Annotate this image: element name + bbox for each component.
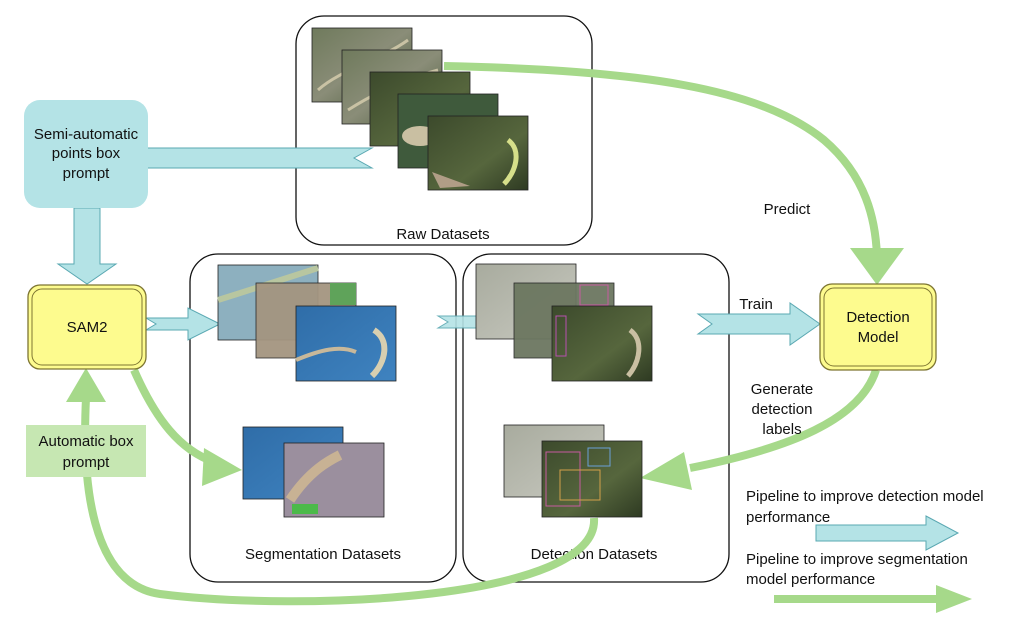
legend-segmentation-line-1: Pipeline to improve segmentation: [746, 551, 968, 568]
generate-label-line-3: labels: [762, 421, 801, 438]
semi-automatic-prompt-line-3: prompt: [63, 165, 111, 182]
teal-arrow-train: [696, 302, 821, 346]
automatic-box-prompt-line-2: prompt: [63, 454, 111, 471]
legend: Pipeline to improve detection model perf…: [746, 488, 984, 613]
sam2-node: SAM2: [27, 284, 147, 370]
legend-detection-line-1: Pipeline to improve detection model: [746, 488, 984, 505]
green-arrow-sam2-to-segmentation: [130, 368, 242, 486]
predict-label: Predict: [764, 201, 812, 218]
semi-automatic-prompt-node: Semi-automatic points box prompt: [24, 100, 148, 208]
train-label: Train: [739, 296, 773, 313]
segmentation-image-stack-top: [217, 264, 397, 382]
detection-image: [541, 440, 643, 518]
detection-model-node: Detection Model: [819, 283, 937, 371]
segmentation-image-stack-bottom: [242, 426, 385, 518]
raw-image-stack: [311, 27, 529, 191]
detection-model-line-1: Detection: [846, 309, 909, 326]
green-arrow-detection-loop-to-sam2: [66, 368, 599, 606]
semi-automatic-prompt-line-2: points box: [52, 145, 121, 162]
generate-label-line-2: detection: [752, 401, 813, 418]
legend-segmentation-line-2: model performance: [746, 571, 875, 588]
teal-arrow-prompt-to-raw: [145, 147, 374, 169]
legend-teal-arrow: [815, 515, 960, 551]
teal-arrow-sam2-to-segmentation: [144, 307, 222, 341]
legend-green-arrow: [774, 585, 972, 613]
automatic-box-prompt-node: Automatic box prompt: [26, 425, 146, 477]
legend-detection-line-2: performance: [746, 509, 830, 526]
detection-model-line-2: Model: [858, 329, 899, 346]
semi-automatic-prompt-line-1: Semi-automatic: [34, 126, 139, 143]
sam2-label: SAM2: [67, 319, 108, 336]
green-arrow-model-to-detection-datasets: [640, 368, 880, 490]
detection-image-stack-top: [475, 263, 653, 382]
detection-image-stack-bottom: [503, 424, 643, 518]
automatic-box-prompt-line-1: Automatic box: [38, 433, 134, 450]
generate-label-line-1: Generate: [751, 381, 814, 398]
raw-datasets-title: Raw Datasets: [396, 226, 489, 243]
teal-arrow-prompt-to-sam2: [56, 207, 118, 285]
segmentation-datasets-title: Segmentation Datasets: [245, 546, 401, 563]
detection-datasets-title: Detection Datasets: [531, 546, 658, 563]
green-arrow-raw-to-detection-model: [443, 62, 904, 285]
